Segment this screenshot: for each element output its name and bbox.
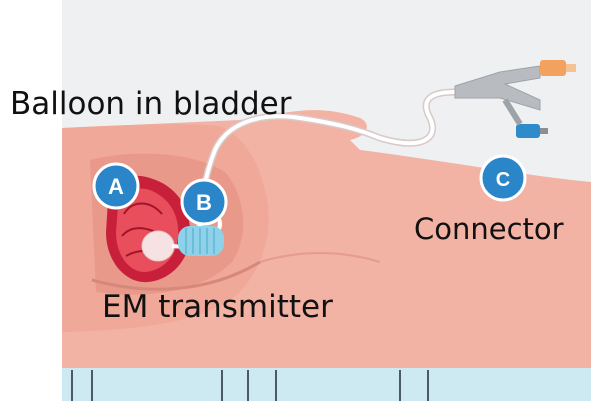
- badge-a: A: [94, 164, 138, 208]
- connector-orange-port: [540, 60, 566, 76]
- badge-c: C: [481, 156, 525, 200]
- connector-blue-port: [516, 124, 540, 138]
- badge-b-text: B: [196, 190, 212, 215]
- connector-label: Connector: [414, 212, 564, 246]
- badge-b: B: [182, 180, 226, 224]
- exam-table: [62, 364, 591, 401]
- em-transmitter: [178, 226, 224, 256]
- badge-c-text: C: [496, 169, 510, 191]
- balloon-in-bladder-label: Balloon in bladder: [10, 86, 292, 122]
- balloon: [142, 231, 174, 261]
- badge-a-text: A: [108, 174, 124, 199]
- em-transmitter-label: EM transmitter: [102, 289, 333, 325]
